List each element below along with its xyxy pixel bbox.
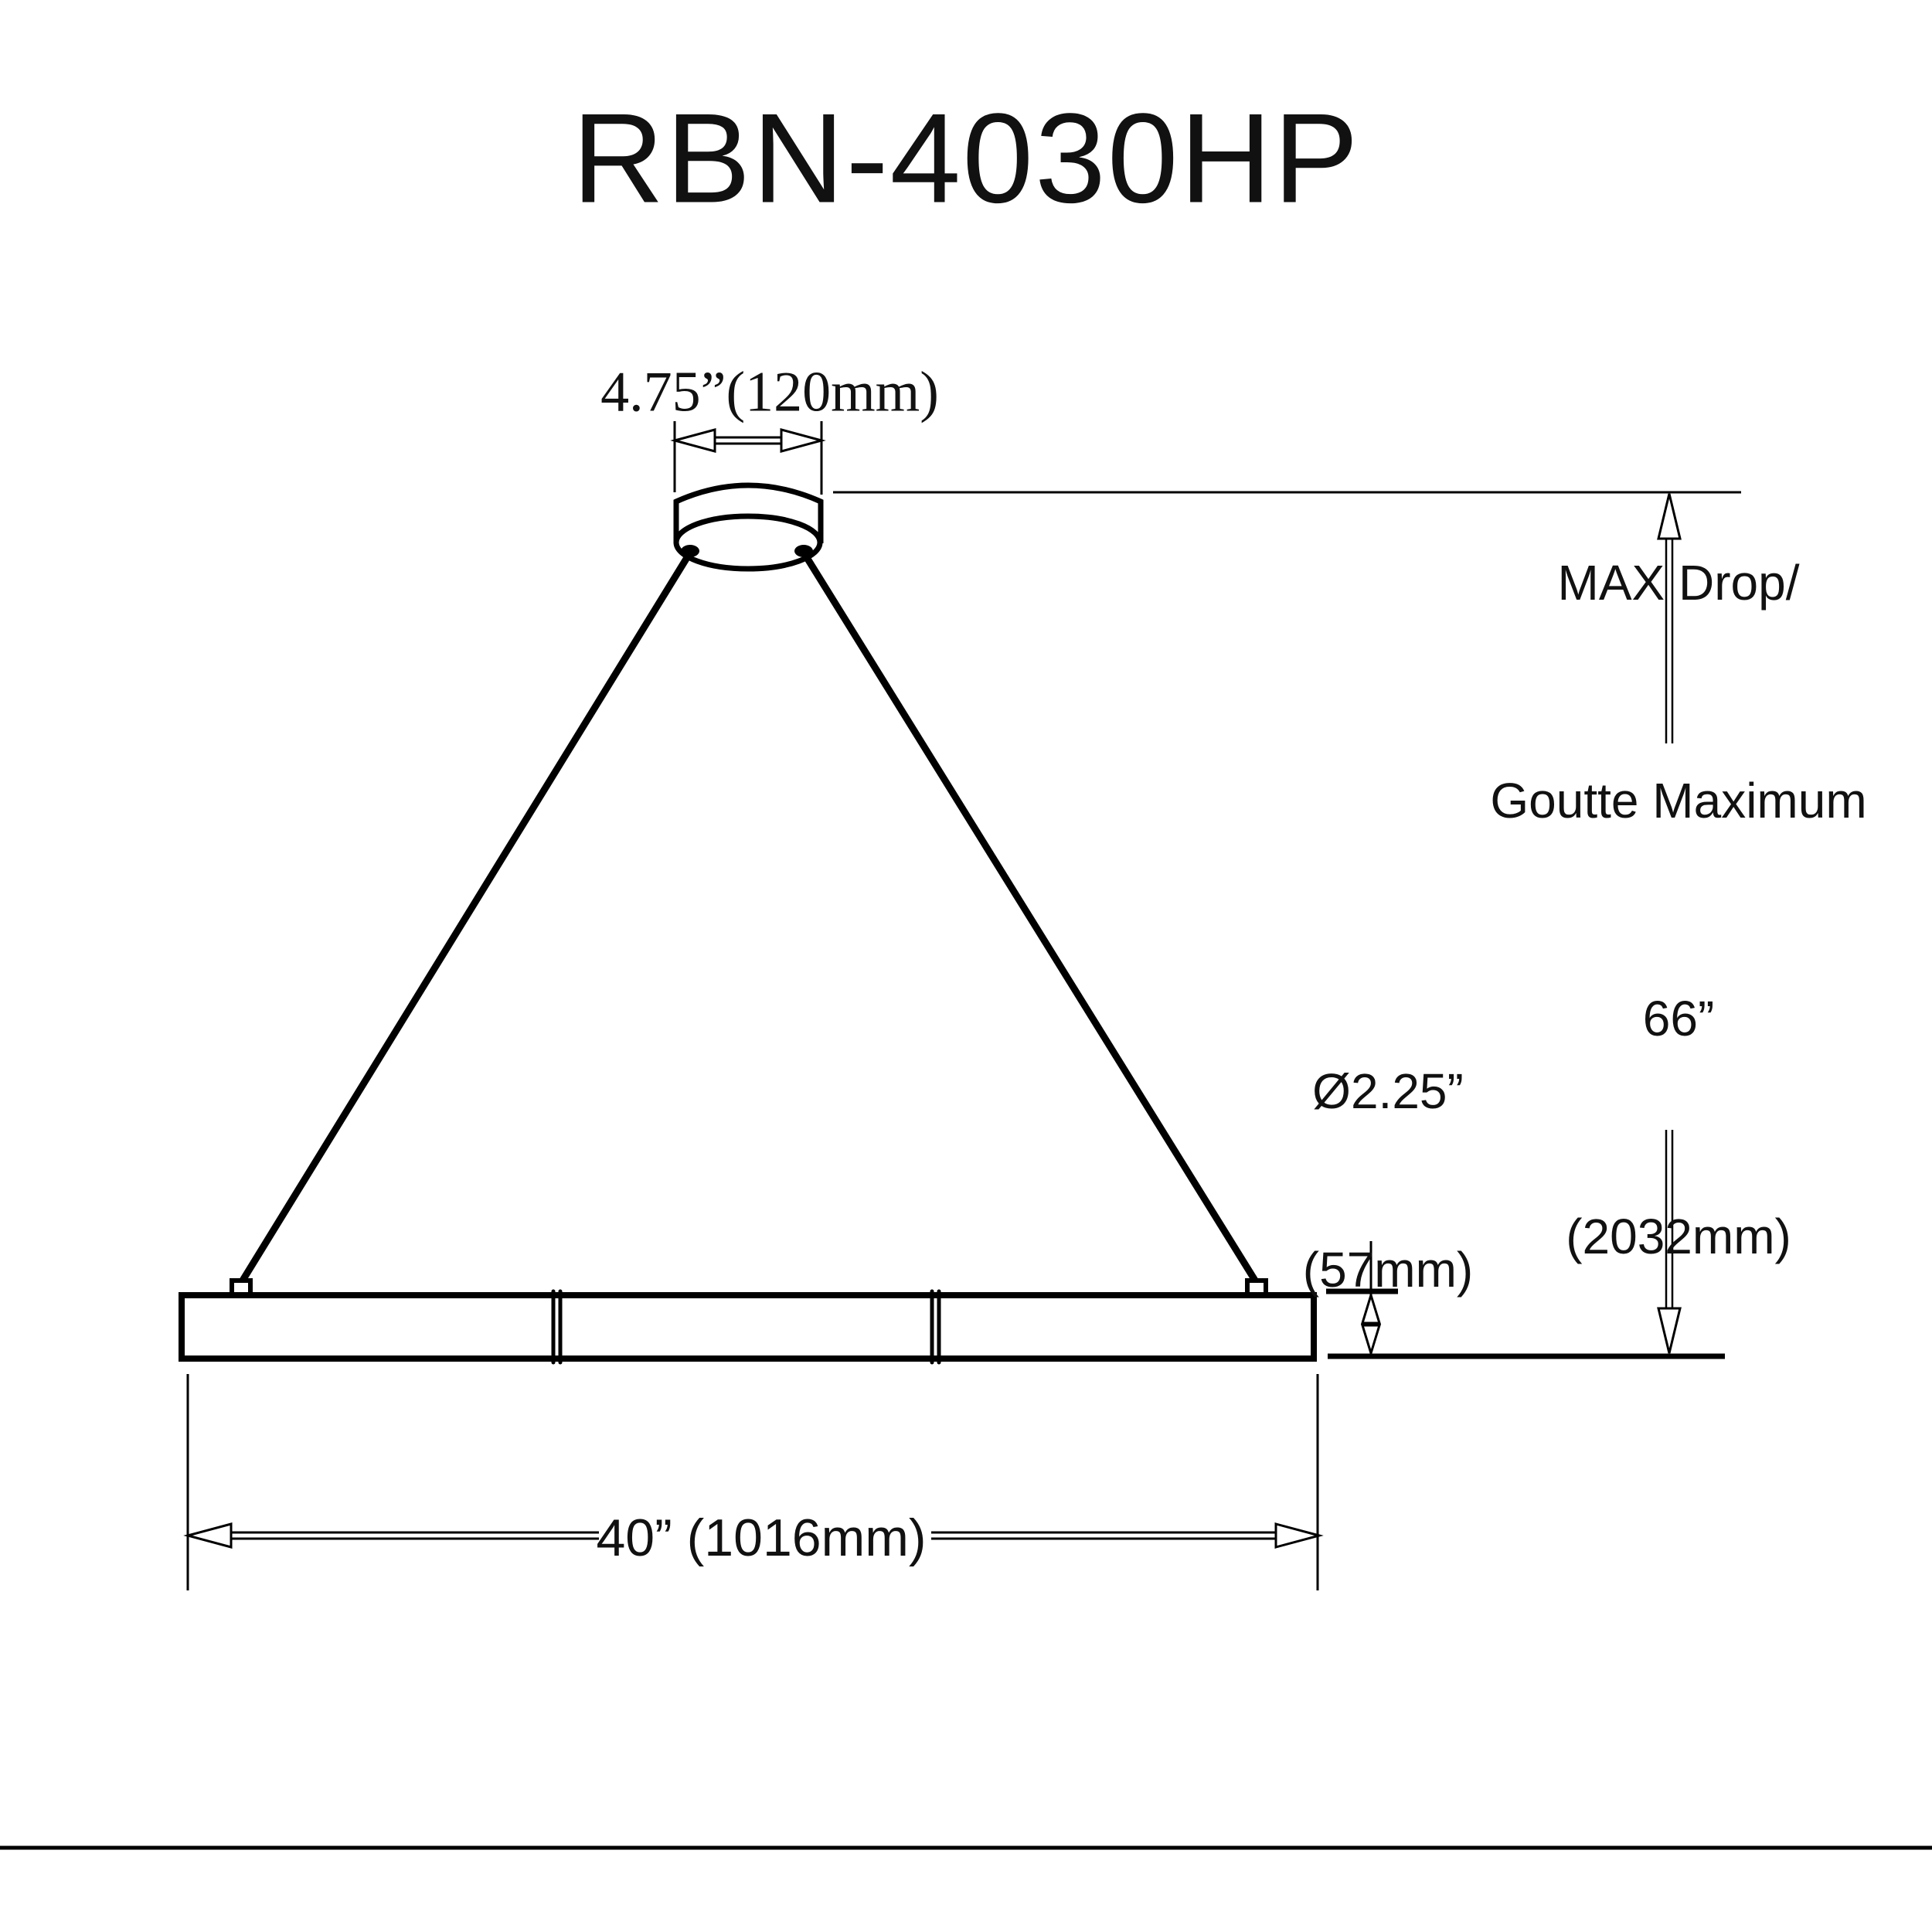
tube-diameter-dimension bbox=[1326, 1241, 1398, 1358]
arrowhead-left-icon bbox=[670, 428, 716, 453]
arrowhead-left-icon bbox=[183, 1522, 233, 1549]
canopy-width-dimension bbox=[670, 421, 826, 495]
fixture-bar-body bbox=[179, 1292, 1317, 1362]
tube-diameter-line2: (57mm) bbox=[1302, 1242, 1474, 1298]
max-drop-dimension bbox=[1657, 493, 1682, 1354]
fixture-width-dimension bbox=[183, 1374, 1324, 1590]
arrowhead-down-icon bbox=[1657, 1307, 1682, 1354]
max-drop-line1: MAX Drop/ bbox=[1557, 555, 1800, 611]
arrowhead-right-icon bbox=[780, 428, 826, 453]
max-drop-line3: 66” bbox=[1642, 991, 1715, 1046]
max-drop-line2: Goutte Maximum bbox=[1490, 773, 1867, 828]
tube-diameter-line1: Ø2.25” bbox=[1312, 1063, 1464, 1119]
suspension-cable-right bbox=[801, 550, 1260, 1285]
fixture-bar bbox=[179, 1289, 1317, 1365]
max-drop-line4: (2032mm) bbox=[1566, 1209, 1791, 1264]
arrowhead-right-icon bbox=[1274, 1522, 1324, 1549]
canopy-bottom-face bbox=[673, 513, 823, 572]
product-title: RBN-4030HP bbox=[572, 87, 1360, 230]
max-drop-dimension-label: MAX Drop/ Goutte Maximum 66” (2032mm) bbox=[1490, 401, 1866, 1418]
bar-segment-divider-right bbox=[930, 1289, 941, 1365]
bar-segment-divider-left bbox=[551, 1289, 563, 1365]
arrowhead-up-icon bbox=[1657, 493, 1682, 540]
canopy-width-dimension-label: 4.75”(120mm) bbox=[600, 360, 939, 424]
suspension-cable-left bbox=[238, 550, 693, 1285]
fixture-width-dimension-label: 40” (1016mm) bbox=[596, 1509, 927, 1567]
ceiling-canopy bbox=[673, 482, 824, 572]
tube-diameter-dimension-label: Ø2.25” (57mm) bbox=[1303, 943, 1473, 1419]
arrowhead-up-icon bbox=[1360, 1291, 1382, 1325]
arrowhead-down-icon bbox=[1360, 1324, 1382, 1358]
suspension-cables bbox=[238, 550, 1260, 1285]
